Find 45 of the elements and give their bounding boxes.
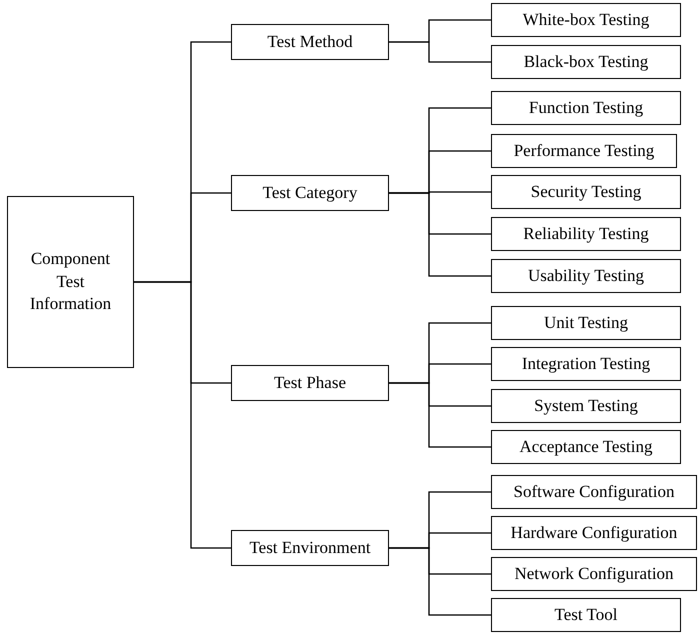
node-label: Unit Testing — [544, 312, 628, 334]
connector-line — [134, 281, 231, 549]
leaf-box — [491, 217, 681, 251]
leaf-box — [491, 91, 681, 125]
leaf-box — [491, 3, 681, 37]
category-box — [231, 24, 389, 60]
leaf-box — [491, 306, 681, 340]
node-label: Black-box Testing — [524, 50, 648, 73]
leaf-box — [491, 389, 681, 423]
node-label: White-box Testing — [522, 8, 650, 31]
node-label: Network Configuration — [514, 562, 674, 585]
leaf-box — [491, 557, 697, 591]
node-label: Test Category — [262, 182, 358, 204]
node-label: Security Testing — [530, 180, 642, 203]
node-label: Test Environment — [249, 536, 371, 559]
node-label: Usability Testing — [528, 264, 644, 287]
node-label: System Testing — [534, 394, 638, 417]
node-label: Function Testing — [528, 96, 644, 119]
node-label: Hardware Configuration — [510, 522, 678, 544]
node-label: Component Test Information — [28, 248, 112, 316]
leaf-box — [491, 45, 681, 79]
node-label: Acceptance Testing — [519, 436, 653, 458]
category-box — [231, 365, 389, 401]
connector-line — [389, 41, 491, 63]
node-label: Test Method — [267, 30, 353, 53]
connector-line — [389, 382, 491, 448]
connector-line — [389, 547, 491, 616]
leaf-box — [491, 430, 681, 464]
connector-line — [389, 192, 491, 277]
node-label: Integration Testing — [522, 352, 650, 375]
node-label: Reliability Testing — [523, 222, 649, 245]
node-label: Test Phase — [274, 372, 346, 394]
leaf-box — [491, 259, 681, 293]
node-label: Software Configuration — [514, 480, 674, 503]
root-box — [7, 196, 134, 368]
leaf-box — [491, 347, 681, 381]
leaf-box — [491, 175, 681, 209]
category-box — [231, 530, 389, 566]
leaf-box — [491, 598, 681, 632]
node-label: Performance Testing — [514, 140, 654, 162]
leaf-box — [491, 134, 677, 168]
node-label: Test Tool — [554, 604, 618, 626]
leaf-box — [491, 516, 697, 550]
category-box — [231, 175, 389, 211]
leaf-box — [491, 475, 697, 509]
